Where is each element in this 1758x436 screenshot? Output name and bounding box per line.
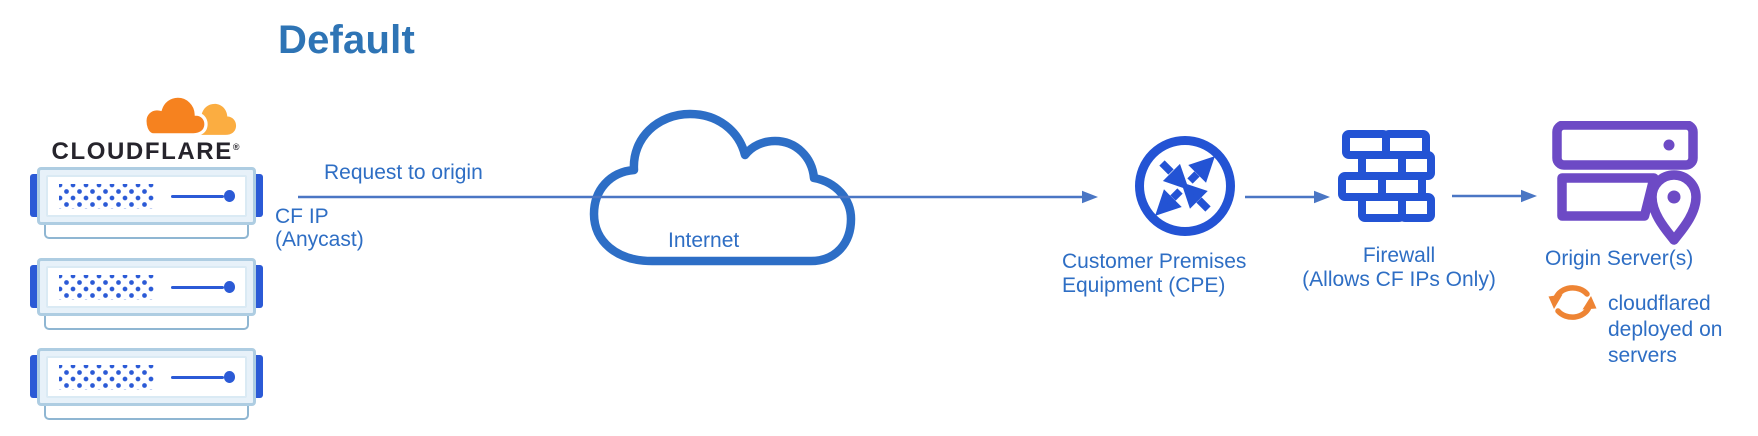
- cloudflare-edge-server-icon: [30, 167, 263, 239]
- server-led: [223, 281, 235, 293]
- server-led: [223, 190, 235, 202]
- cloudflare-edge-server-icon: [30, 348, 263, 420]
- cloudflare-logo-icon: [143, 94, 237, 137]
- server-vents: [59, 183, 155, 209]
- cloudflare-wordmark: CLOUDFLARE®: [51, 138, 240, 165]
- origin-servers-label: Origin Server(s): [1545, 247, 1694, 270]
- server-vents: [59, 364, 155, 390]
- origin-server-icon: [1552, 121, 1701, 245]
- request-to-origin-label: Request to origin: [324, 161, 483, 184]
- server-led: [223, 371, 235, 383]
- cloudflare-edge-server-icon: [30, 258, 263, 330]
- cf-ip-anycast-label: CF IP (Anycast): [275, 205, 364, 251]
- cloudflared-annotation: cloudflared deployed on servers: [1608, 292, 1723, 367]
- server-vents: [59, 274, 155, 300]
- internet-cloud-icon: [589, 109, 856, 266]
- registered-mark: ®: [232, 142, 240, 152]
- cpe-label: Customer Premises Equipment (CPE): [1062, 250, 1247, 297]
- firewall-icon: [1338, 130, 1435, 222]
- firewall-label: Firewall (Allows CF IPs Only): [1302, 244, 1496, 291]
- internet-label: Internet: [668, 229, 740, 252]
- sync-arrows-icon: [1548, 285, 1597, 320]
- diagram-title: Default: [278, 18, 415, 62]
- cpe-router-icon: [1135, 136, 1235, 236]
- location-pin-icon: [1647, 170, 1701, 245]
